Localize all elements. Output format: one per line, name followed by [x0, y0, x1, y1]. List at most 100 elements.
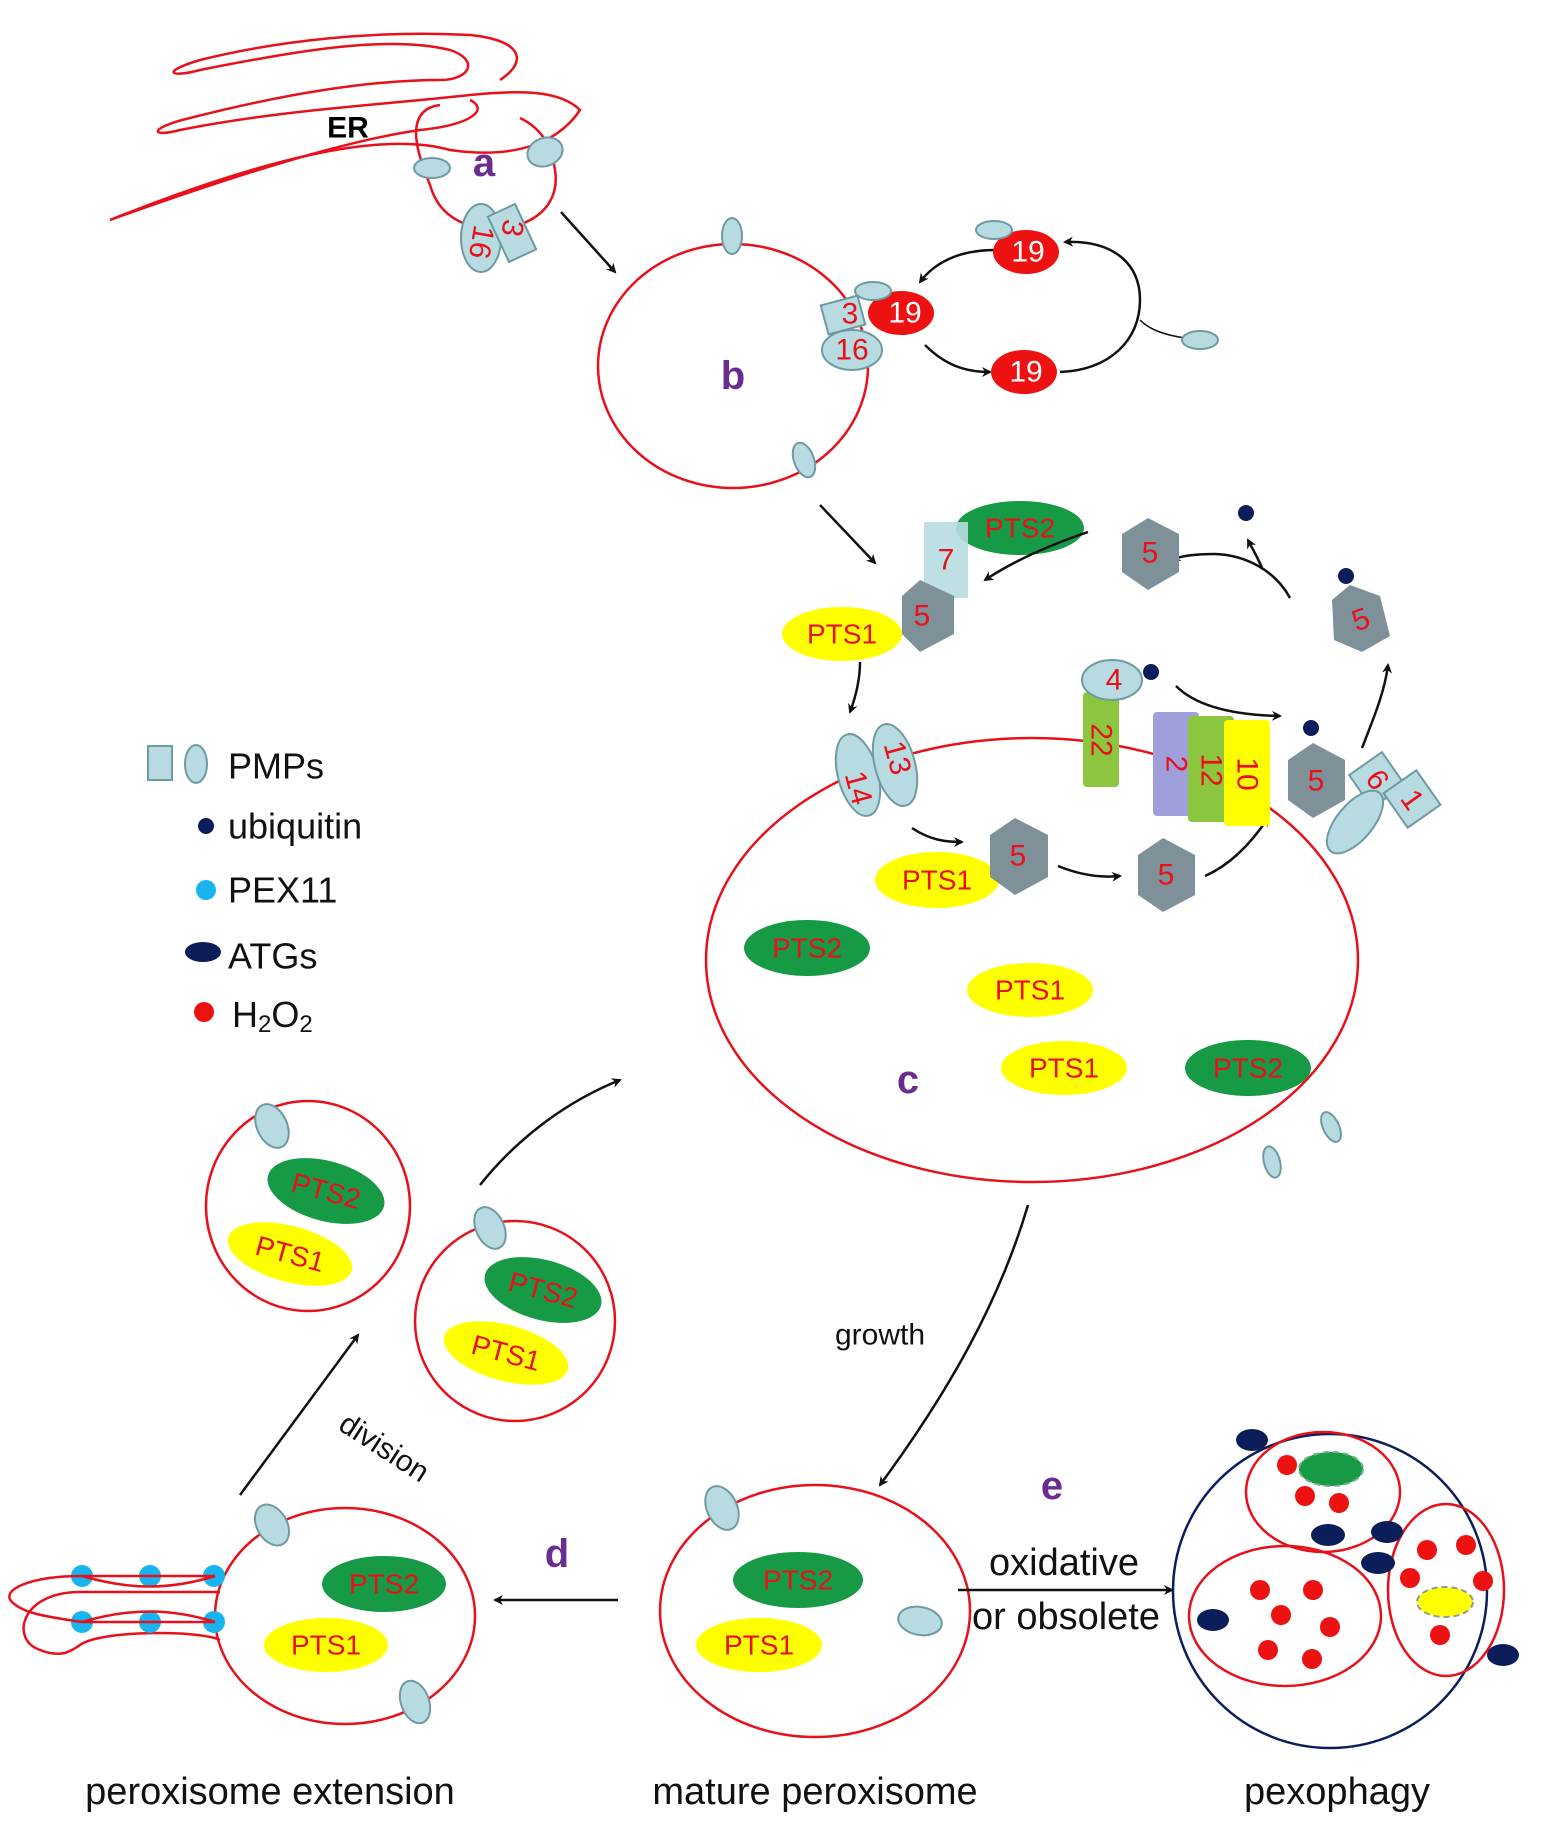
- pex5-hexagon: [902, 580, 954, 652]
- pmp-oval: [1262, 1145, 1282, 1179]
- step-d-label: d: [545, 1532, 569, 1576]
- pex5-hexagon: [1138, 838, 1195, 912]
- pex19-free-top: [993, 230, 1059, 274]
- pex19-free-bottom: [991, 350, 1057, 394]
- pex7-label: 7: [938, 544, 955, 577]
- step-e-label: e: [1041, 1464, 1063, 1508]
- step-c-label: c: [897, 1058, 919, 1102]
- pex1-rect: [1382, 768, 1442, 830]
- pts1-label: PTS1: [807, 619, 877, 650]
- pex2-label: 2: [1160, 756, 1193, 773]
- pmp-oval: [704, 1485, 740, 1531]
- pex5-hexagon: [1332, 585, 1390, 652]
- h2o2-dot: [1456, 1535, 1476, 1555]
- pex10-label: 10: [1231, 757, 1264, 790]
- pts1-cargo: [1001, 1041, 1127, 1095]
- pex19-label: 19: [1011, 236, 1044, 269]
- pex22-label: 22: [1085, 723, 1118, 756]
- pts1-cargo: [443, 1321, 569, 1385]
- pts2-cargo: [322, 1556, 446, 1612]
- pts1-cargo: [967, 963, 1093, 1017]
- pex5-label: 5: [1308, 765, 1325, 798]
- daughter-peroxisome-1: PTS2 PTS1: [204, 1099, 412, 1313]
- h2o2-sub2: 2: [299, 1011, 312, 1038]
- pex19-label: 19: [1009, 356, 1042, 389]
- step-a-label: a: [473, 141, 496, 185]
- pts1-label: PTS1: [724, 1630, 794, 1661]
- step-a-vesicle: 16 3 a: [413, 103, 564, 273]
- pts2-cargo: [744, 920, 870, 976]
- pmp-oval: [253, 1503, 291, 1547]
- pts1-cargo: [264, 1618, 388, 1672]
- pex5-label: 5: [1010, 840, 1027, 873]
- h2o2-dot: [1400, 1568, 1420, 1588]
- pmp-oval-icon: [184, 744, 208, 784]
- step-b-peroxisome: b 3 16 19 19 19: [596, 217, 1219, 490]
- atg-icon: [185, 942, 221, 962]
- pex5-label: 5: [1142, 537, 1159, 570]
- pex7-rect: [924, 522, 968, 598]
- h2o2-icon: [194, 1002, 214, 1022]
- pts2-cargo: [1185, 1040, 1311, 1096]
- pmp-rect-icon: [147, 745, 173, 781]
- pex5-hexagon: [1288, 743, 1345, 818]
- arrow-division: [238, 1333, 360, 1496]
- pex13-oval: [871, 723, 919, 807]
- mature-peroxisome: PTS2 PTS1: [658, 1483, 972, 1739]
- legend-h2o2: H2O2: [232, 994, 313, 1038]
- pex5-label: 5: [914, 600, 931, 633]
- h2o2-dot: [1302, 1649, 1322, 1669]
- pmp-oval: [1181, 330, 1219, 350]
- er-label: ER: [327, 112, 369, 145]
- pts2-cargo: [733, 1552, 863, 1608]
- pmp-oval: [413, 157, 451, 179]
- atg-marker: [1236, 1429, 1268, 1451]
- h2o2-sub1: 2: [258, 1011, 271, 1038]
- atg-marker: [1361, 1552, 1395, 1574]
- arrow-division-to-c: [479, 1078, 622, 1186]
- pex22-rect: [1083, 692, 1119, 787]
- growth-label: growth: [835, 1319, 925, 1352]
- pex3-label: 3: [842, 298, 859, 331]
- atg-marker: [1311, 1524, 1345, 1546]
- degraded-pts1: [1416, 1586, 1474, 1618]
- h2o2-dot: [1329, 1493, 1349, 1513]
- pex10-rect: [1224, 720, 1270, 826]
- pexophagy: [1171, 1429, 1519, 1750]
- pmp-oval: [1325, 789, 1385, 855]
- h2o2-dot: [1258, 1640, 1278, 1660]
- pex16-label: 16: [462, 223, 500, 262]
- legend-ubiquitin: ubiquitin: [228, 806, 362, 847]
- pex4-label: 4: [1106, 664, 1123, 697]
- pmp-oval: [975, 220, 1013, 240]
- pts1-label: PTS1: [291, 1630, 361, 1661]
- atg-marker: [1487, 1644, 1519, 1666]
- pmp-oval: [1320, 1111, 1342, 1143]
- pex5-label: 5: [1158, 859, 1175, 892]
- degraded-pts2: [1298, 1451, 1364, 1487]
- daughter-peroxisome-2: PTS2 PTS1: [413, 1206, 617, 1423]
- pts2-label: PTS2: [763, 1565, 833, 1596]
- legend-pmps: PMPs: [228, 746, 324, 787]
- pts1-label: PTS1: [902, 865, 972, 896]
- h2o2-dots: [1250, 1455, 1493, 1669]
- pts2-label: PTS2: [985, 513, 1055, 544]
- ubiquitin-dot: [1238, 505, 1254, 521]
- caption-extension: peroxisome extension: [85, 1771, 455, 1813]
- pex19-label: 19: [888, 297, 921, 330]
- step-c-peroxisome: c PTS2 7 PTS1 5 14 13 PTS1 5 5 22 4: [704, 501, 1442, 1184]
- pex5-hexagon: [1122, 518, 1179, 590]
- pts2-label: PTS2: [1213, 1053, 1283, 1084]
- h2o2-dot: [1417, 1540, 1437, 1560]
- pex3-rect: [486, 202, 538, 264]
- ubiquitin-dot: [1338, 568, 1354, 584]
- pex12-rect: [1188, 716, 1234, 822]
- pex4-oval: [1081, 659, 1143, 701]
- pts2-label: PTS2: [349, 1569, 419, 1600]
- pmp-oval: [526, 136, 564, 168]
- arrow-b-to-c: [819, 504, 877, 565]
- atg-marker: [1371, 1521, 1403, 1543]
- pex16-label: 16: [835, 334, 868, 367]
- pmp-oval: [854, 281, 892, 301]
